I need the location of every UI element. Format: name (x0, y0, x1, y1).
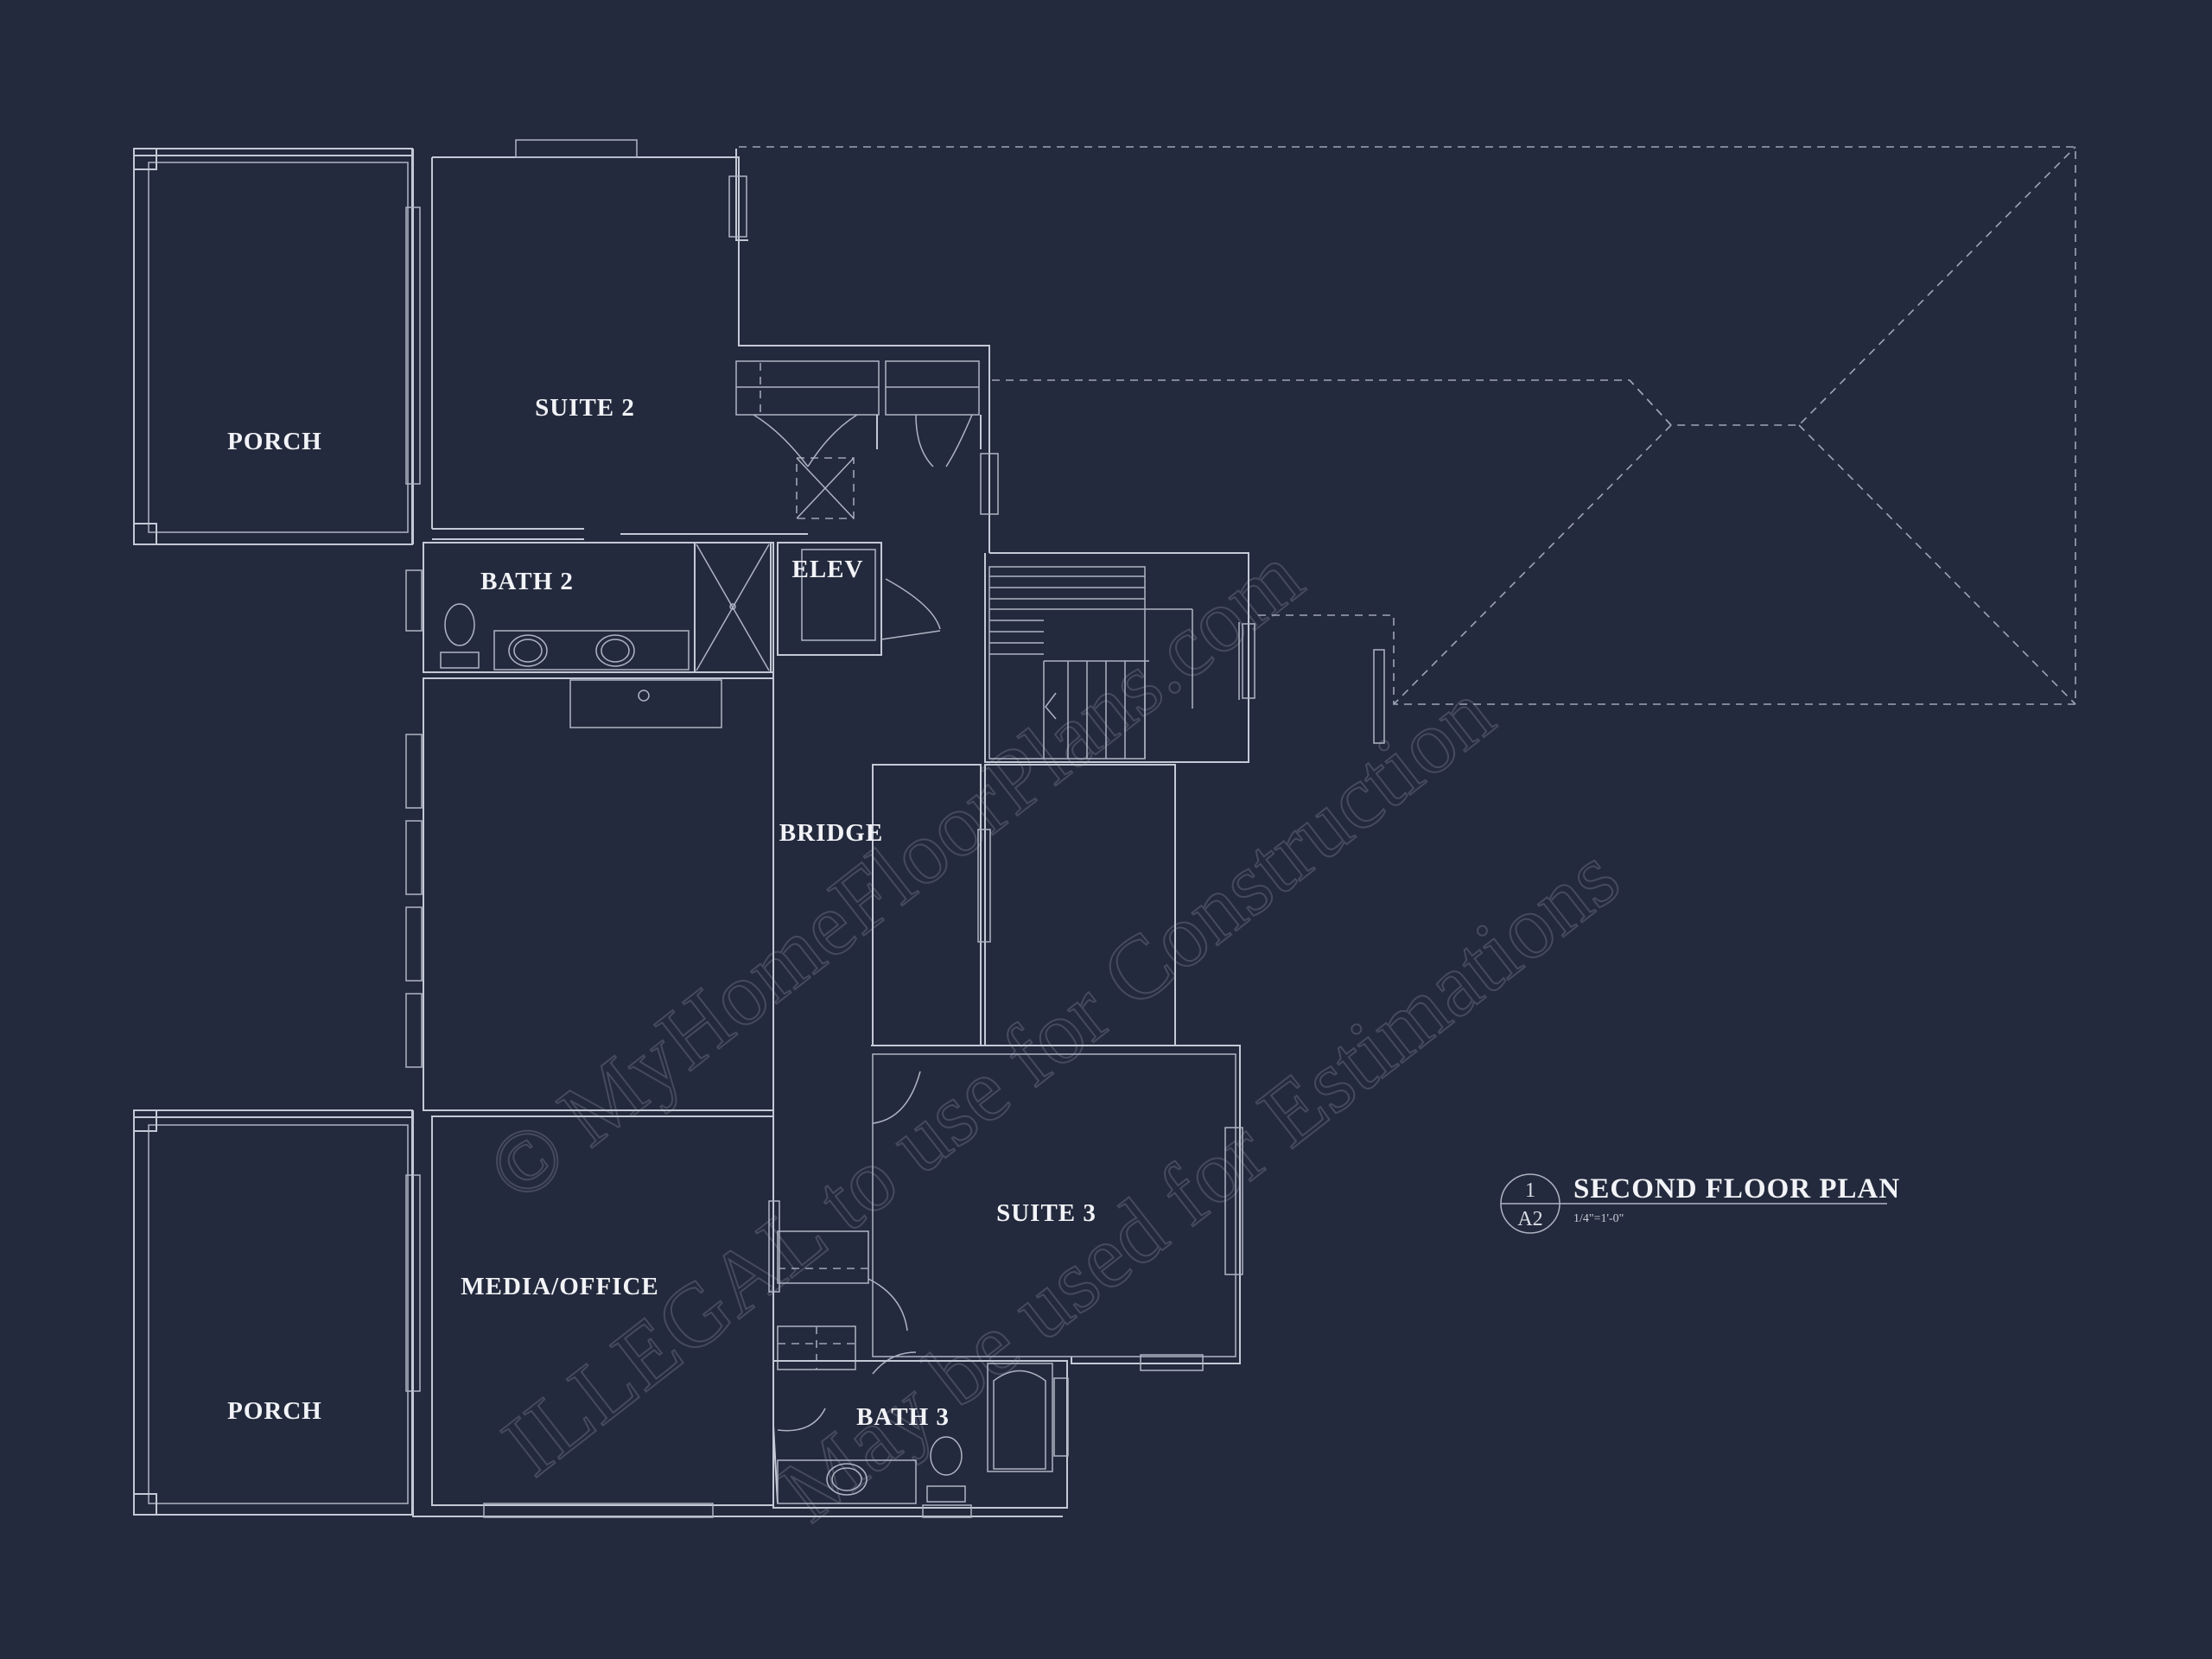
label-suite-2: SUITE 2 (535, 394, 635, 422)
drawing-scale: 1/4"=1'-0" (1573, 1212, 1624, 1225)
label-bridge: BRIDGE (779, 819, 883, 847)
drawing-title: SECOND FLOOR PLAN (1573, 1173, 1900, 1205)
label-porch-upper: PORCH (227, 428, 322, 455)
closet-block (735, 360, 999, 519)
suite-3-outline (871, 1045, 1243, 1371)
walk-in-outline (405, 677, 774, 1111)
label-bath-3: BATH 3 (856, 1403, 950, 1431)
elevator-outline (777, 542, 941, 656)
stair-outline (984, 552, 1385, 763)
room-labels: PORCH SUITE 2 BATH 2 ELEV BRIDGE SUITE 3… (227, 394, 1096, 1431)
label-porch-lower: PORCH (227, 1397, 322, 1425)
suite-2-outline (405, 139, 990, 553)
label-elev: ELEV (792, 556, 864, 583)
detail-number: 1 (1525, 1179, 1535, 1202)
title-block: 1 A2 SECOND FLOOR PLAN 1/4"=1'-0" (1500, 1173, 1900, 1234)
closet-block-lower (777, 1230, 917, 1375)
porch-upper-outline (133, 148, 413, 545)
label-suite-3: SUITE 3 (996, 1199, 1096, 1227)
sheet-number: A2 (1517, 1208, 1542, 1230)
label-media-office: MEDIA/OFFICE (461, 1273, 659, 1300)
roof-outline (739, 146, 2076, 705)
bath-3-outline (772, 1360, 1069, 1518)
porch-lower-outline (133, 1109, 413, 1516)
label-bath-2: BATH 2 (480, 568, 574, 595)
bath-2-outline (405, 542, 774, 673)
